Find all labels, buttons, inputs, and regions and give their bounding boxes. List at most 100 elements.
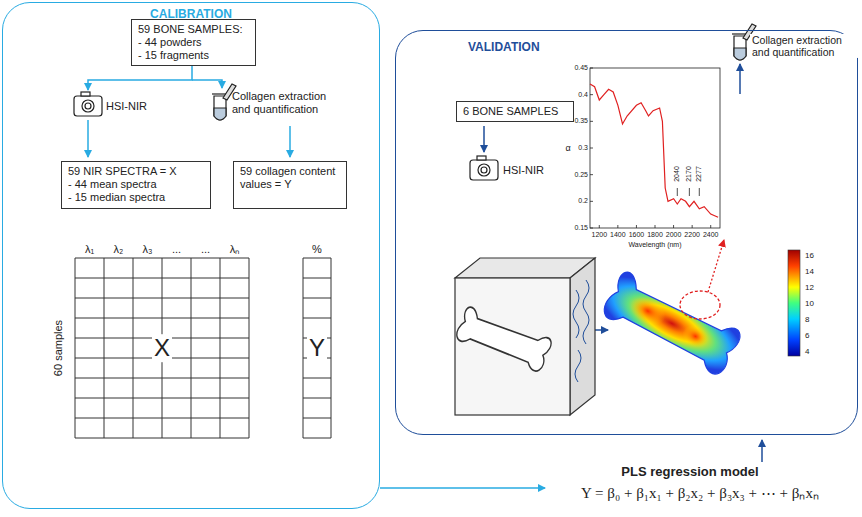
spectrum-curve [590, 84, 718, 217]
grid-line [677, 188, 678, 196]
grid-line [590, 68, 593, 69]
box-list-item: - 44 powders [138, 36, 249, 49]
tick-label: 1800 [647, 231, 663, 239]
tick-label: 2200 [684, 231, 700, 239]
tick-label: 0.15 [574, 224, 588, 232]
tick-label: 2400 [703, 231, 719, 239]
calibration-panel: CALIBRATION59 BONE SAMPLES:- 44 powders-… [2, 2, 380, 509]
tick-label: 0.2 [578, 197, 588, 205]
equation: Y = β₀ + β₁x₁ + β₂x₂ + β₃x₃ + ⋯ + βₙxₙ [581, 485, 819, 502]
colorbar-label: 4 [805, 347, 809, 356]
peak-label: 2040 [673, 166, 681, 182]
grid-line [249, 258, 250, 438]
grid-line [303, 258, 331, 259]
colorbar-label: 8 [805, 315, 809, 324]
tick-label: 0.45 [574, 64, 588, 72]
box-text: 6 BONE SAMPLES [463, 105, 567, 118]
grid-line [75, 418, 249, 419]
box-list-item: - 15 median spectra [68, 191, 204, 204]
grid-line [689, 188, 690, 196]
colorbar-label: 14 [805, 267, 814, 276]
tick-label: 1200 [591, 231, 607, 239]
box-text: 59 NIR SPECTRA = X [68, 165, 204, 178]
tick-label: 1600 [629, 231, 645, 239]
tick-label: 0.3 [578, 144, 588, 152]
grid-line [303, 438, 331, 439]
colorbar-label: 12 [805, 283, 814, 292]
axis-label: α [565, 143, 570, 153]
method-label: Collagen extraction and quantification [232, 90, 344, 115]
grid-line [590, 228, 593, 229]
grid-line [590, 174, 593, 175]
device-label: HSI-NIR [503, 164, 544, 177]
grid-line [655, 225, 656, 228]
tick-label: 0.4 [578, 91, 588, 99]
grid-line [303, 418, 331, 419]
grid-line [303, 258, 304, 438]
grid-line [75, 298, 249, 299]
grid-line [692, 225, 693, 228]
grid-line [75, 258, 249, 259]
grid-line [75, 258, 76, 438]
grid-line [303, 378, 331, 379]
colorbar-label: 10 [805, 299, 814, 308]
process-box: 59 BONE SAMPLES:- 44 powders- 15 fragmen… [131, 19, 256, 66]
grid-line [75, 318, 249, 319]
method-label: Collagen extraction and quantification [750, 34, 860, 58]
grid-line [590, 94, 593, 95]
grid-line [75, 438, 249, 439]
process-box: 59 NIR SPECTRA = X- 44 mean spectra- 15 … [61, 161, 211, 209]
unit-label: % [312, 243, 322, 256]
box-text: 59 collagen content values = Y [240, 165, 340, 191]
grid-line [75, 278, 249, 279]
grid-line [710, 225, 711, 228]
colorbar-label: 16 [805, 251, 814, 260]
grid-line [590, 201, 593, 202]
grid-line [673, 225, 674, 228]
matrix-label: X [152, 334, 172, 362]
grid-line [220, 258, 221, 438]
grid-line [303, 298, 331, 299]
tick-label: 1400 [610, 231, 626, 239]
grid-line [191, 258, 192, 438]
axis-label: Wavelength (nm) [628, 241, 681, 249]
box-text: 59 BONE SAMPLES: [138, 23, 249, 36]
grid-line [636, 225, 637, 228]
matrix-label: Y [307, 334, 327, 362]
column-header: ... [172, 243, 181, 256]
column-header: ... [201, 243, 210, 256]
tick-label: 2000 [666, 231, 682, 239]
grid-line [699, 188, 700, 196]
grid-line [303, 398, 331, 399]
peak-label: 2277 [695, 166, 703, 182]
column-header: λₙ [230, 243, 240, 256]
column-header: λ₃ [143, 243, 153, 256]
device-label: HSI-NIR [106, 100, 147, 113]
colorbar-label: 6 [805, 331, 809, 340]
grid-line [590, 121, 593, 122]
grid-line [75, 398, 249, 399]
tick-label: 0.35 [574, 117, 588, 125]
model-label: PLS regression model [621, 465, 758, 480]
box-list-item: - 44 mean spectra [68, 178, 204, 191]
process-box: 59 collagen content values = Y [233, 161, 347, 209]
column-header: λ₂ [114, 243, 124, 256]
column-header: λ₁ [85, 243, 94, 256]
grid-line [133, 258, 134, 438]
process-box: 6 BONE SAMPLES [456, 101, 574, 122]
grid-line [104, 258, 105, 438]
axis-label: 60 samples [52, 320, 65, 376]
peak-label: 2170 [685, 166, 693, 182]
grid-line [617, 225, 618, 228]
panel-title: VALIDATION [468, 41, 540, 54]
grid-line [331, 258, 332, 438]
box-list-item: - 15 fragments [138, 49, 249, 62]
grid-line [75, 378, 249, 379]
grid-line [590, 148, 593, 149]
grid-line [599, 225, 600, 228]
validation-panel: VALIDATION 6 BONE SAMPLES [395, 30, 858, 435]
grid-line [303, 278, 331, 279]
tick-label: 0.25 [574, 171, 588, 179]
grid-line [303, 318, 331, 319]
